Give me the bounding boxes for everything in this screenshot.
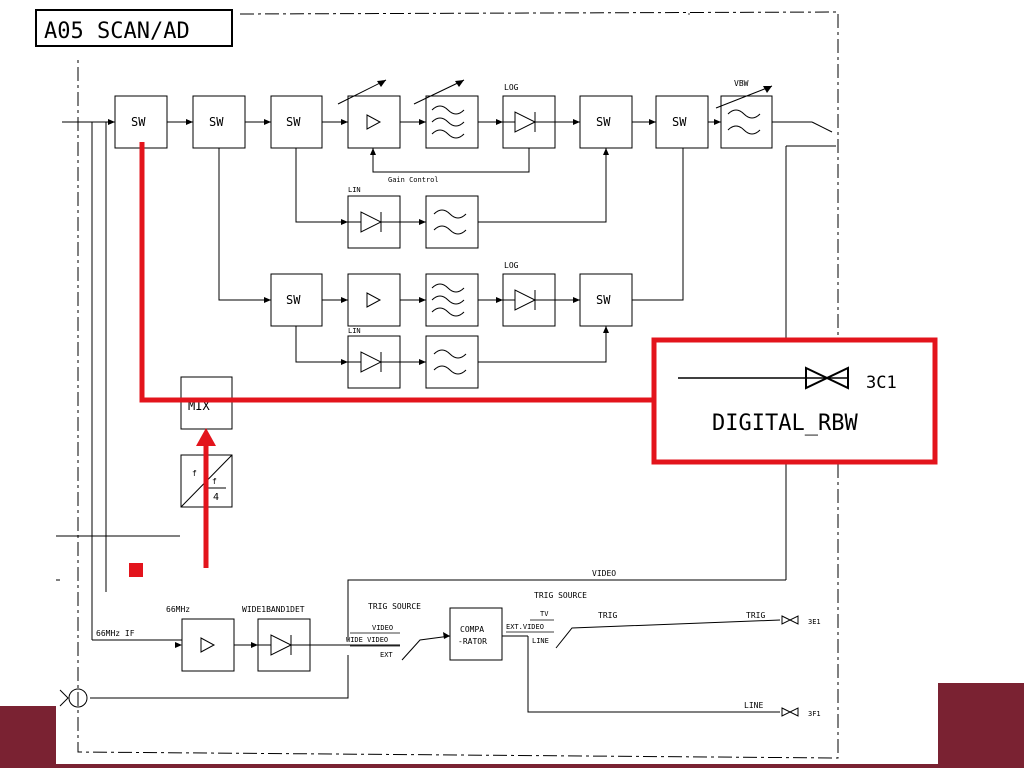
variable-amplifier bbox=[337, 79, 401, 149]
ext-video-label: EXT.VIDEO bbox=[506, 623, 544, 631]
lin-filter-2 bbox=[425, 335, 479, 389]
log-label-2: LOG bbox=[504, 261, 519, 270]
svg-text:COMPA: COMPA bbox=[460, 625, 484, 634]
lin-detector-2 bbox=[347, 335, 401, 389]
gain-control-label: Gain Control bbox=[388, 176, 439, 184]
lin-label-1: LIN bbox=[348, 186, 361, 194]
diagram-title: A05 SCAN/AD bbox=[44, 19, 190, 44]
accent-bar-bottom bbox=[56, 764, 938, 768]
callout-label: DIGITAL_RBW bbox=[712, 411, 858, 436]
svg-text:SW: SW bbox=[286, 115, 301, 129]
accent-bar-left bbox=[0, 706, 56, 768]
wide-band-detector bbox=[257, 618, 311, 672]
svg-text:SW: SW bbox=[596, 115, 611, 129]
sw-block-1: SW bbox=[114, 95, 168, 149]
trig-connector-label: 3E1 bbox=[808, 618, 821, 626]
mix-block: MIX bbox=[180, 376, 233, 430]
trig-source-label-1: TRIG SOURCE bbox=[368, 602, 421, 611]
frame-lines bbox=[77, 11, 839, 759]
callout-connector-label: 3C1 bbox=[866, 373, 897, 393]
callout-connector-icon bbox=[805, 366, 849, 390]
lin-detector-1 bbox=[347, 195, 401, 249]
wires bbox=[56, 121, 836, 713]
line-connector-label: 3F1 bbox=[808, 710, 821, 718]
sw-block-2: SW bbox=[192, 95, 246, 149]
svg-text:SW: SW bbox=[209, 115, 224, 129]
mhz66-label: 66MHz bbox=[166, 605, 190, 614]
video-in-label: VIDEO bbox=[372, 624, 393, 632]
video-top-label: VIDEO bbox=[592, 569, 616, 578]
lin-filter-1 bbox=[425, 195, 479, 249]
variable-filter bbox=[413, 79, 479, 149]
svg-text:-RATOR: -RATOR bbox=[458, 637, 487, 646]
sw-block-6: SW bbox=[270, 273, 323, 327]
sw-block-3: SW bbox=[270, 95, 323, 149]
tv-label: TV bbox=[540, 610, 549, 618]
trig-mid-label: TRIG bbox=[598, 611, 617, 620]
if-amplifier bbox=[181, 618, 235, 672]
wide-det-label: WIDE1BAND1DET bbox=[242, 605, 305, 614]
svg-text:4: 4 bbox=[213, 492, 219, 503]
log-detector-2 bbox=[502, 273, 556, 327]
amplifier-2 bbox=[347, 273, 401, 327]
coupler-icon bbox=[59, 688, 88, 708]
ext-label: EXT bbox=[380, 651, 393, 659]
sw-block-5: SW bbox=[655, 95, 709, 149]
callout-box: 3C1 DIGITAL_RBW bbox=[651, 337, 938, 465]
svg-text:SW: SW bbox=[672, 115, 687, 129]
red-marker bbox=[129, 563, 143, 577]
svg-text:f: f bbox=[212, 477, 217, 486]
vbw-filter bbox=[715, 85, 773, 149]
log-detector-1 bbox=[502, 95, 556, 149]
title-box: A05 SCAN/AD bbox=[35, 9, 233, 47]
accent-bar-right bbox=[938, 683, 1024, 768]
arrowheads bbox=[108, 119, 721, 648]
filter-2 bbox=[425, 273, 479, 327]
svg-text:SW: SW bbox=[286, 293, 301, 307]
sw-block-4: SW bbox=[579, 95, 633, 149]
line-in-label: LINE bbox=[532, 637, 549, 645]
if-label: 66MHz IF bbox=[96, 629, 135, 638]
line-out-label: LINE bbox=[744, 701, 763, 710]
sw-block-7: SW bbox=[579, 273, 633, 327]
comparator-block: COMPA -RATOR bbox=[449, 607, 503, 661]
svg-text:SW: SW bbox=[596, 293, 611, 307]
vbw-label: VBW bbox=[734, 79, 749, 88]
highlight-path bbox=[139, 142, 656, 568]
line-connector-icon bbox=[781, 707, 799, 717]
wide-video-label: WIDE VIDEO bbox=[346, 636, 388, 644]
log-label-1: LOG bbox=[504, 83, 519, 92]
trig-source-label-2: TRIG SOURCE bbox=[534, 591, 587, 600]
lin-label-2: LIN bbox=[348, 327, 361, 335]
svg-text:f: f bbox=[192, 469, 197, 478]
svg-text:SW: SW bbox=[131, 115, 146, 129]
trig-out-label: TRIG bbox=[746, 611, 765, 620]
trig-connector-icon bbox=[781, 615, 799, 625]
